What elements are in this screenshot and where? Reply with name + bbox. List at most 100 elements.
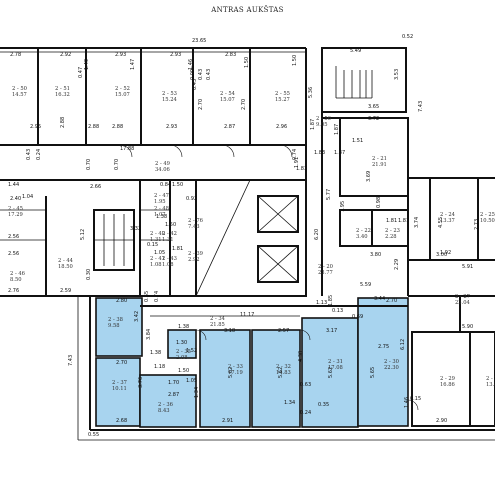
dimension-label: 3.76 bbox=[138, 377, 144, 388]
dimension-label: 0.35 bbox=[318, 402, 329, 408]
dimension-label: 1.49 bbox=[84, 59, 90, 70]
room-id: 2 - 23 bbox=[385, 228, 400, 234]
dimension-label: 7.43 bbox=[418, 101, 424, 112]
room-id: 2 - 28 bbox=[486, 376, 495, 382]
room-area: 2.08 bbox=[176, 355, 188, 361]
room-id: 2 - 31 bbox=[328, 359, 343, 365]
dimension-label: 1.46 bbox=[404, 397, 410, 408]
dimension-label: 0.69 bbox=[352, 314, 363, 320]
dimension-label: 1.50 bbox=[178, 368, 189, 374]
room-area: 1.31 bbox=[150, 237, 162, 243]
room-area: 23.04 bbox=[455, 300, 471, 306]
room-area: 2.28 bbox=[385, 234, 397, 240]
room-id: 2 - 56 bbox=[316, 116, 331, 122]
dimension-label: 3.74 bbox=[414, 217, 420, 228]
dimension-label: 5.91 bbox=[462, 264, 473, 270]
room-area: 13.8 bbox=[486, 382, 495, 388]
dimension-label: 1.38 bbox=[156, 214, 167, 220]
dimension-label: 1.52 bbox=[186, 348, 197, 354]
dimension-label: 1.85 bbox=[328, 295, 334, 306]
dimension-label: 0.43 bbox=[26, 149, 32, 160]
dimension-label: 1.81 bbox=[172, 246, 183, 252]
highlighted-rooms bbox=[95, 297, 409, 428]
room-area: 21.91 bbox=[372, 162, 387, 168]
room-area: 1.08 bbox=[150, 262, 162, 268]
room-id: 2 - 49 bbox=[155, 161, 170, 167]
room-id: 2 - 47 bbox=[154, 193, 169, 199]
dimension-label: 1.50 bbox=[292, 55, 298, 66]
dimension-label: 2.70 bbox=[198, 99, 204, 110]
dimension-label: 0.47 bbox=[78, 67, 84, 78]
room-area: 2.92 bbox=[188, 257, 200, 263]
dimension-label: 1.34 bbox=[194, 387, 200, 398]
dimension-label: 0.15 bbox=[147, 242, 158, 248]
room-area: 23.77 bbox=[318, 270, 333, 276]
room-2-36[interactable] bbox=[139, 374, 197, 428]
dimension-label: 0.52 bbox=[402, 34, 413, 40]
dimension-label: 1.30 bbox=[176, 340, 187, 346]
dimension-label: 2.88 bbox=[112, 124, 123, 130]
dimension-label: 1.87 bbox=[334, 150, 345, 156]
room-2-30[interactable] bbox=[357, 297, 409, 427]
dimension-label: 0.84 bbox=[160, 182, 171, 188]
room-id: 2 - 42 bbox=[162, 231, 177, 237]
room-id: 2 - 46 bbox=[10, 271, 25, 277]
room-2-35[interactable] bbox=[167, 329, 197, 359]
dimension-label: 1.38 bbox=[178, 324, 189, 330]
dimension-label: 3.72 bbox=[368, 116, 379, 122]
room-id: 2 - 44 bbox=[58, 258, 74, 264]
dimension-label: 1.87 bbox=[334, 124, 340, 135]
walls bbox=[0, 47, 495, 441]
dimension-label: 0.43 bbox=[192, 79, 198, 90]
dimension-label: 2.83 bbox=[225, 52, 236, 58]
dimension-label: 5.65 bbox=[370, 367, 376, 378]
dimension-label: 0.74 bbox=[292, 149, 298, 160]
dimension-label: 2.88 bbox=[60, 117, 66, 128]
dimension-label: 5.77 bbox=[326, 189, 332, 200]
dimension-label: 3.53 bbox=[394, 69, 400, 80]
dimension-label: 2.90 bbox=[436, 418, 447, 424]
room-2-38[interactable] bbox=[95, 297, 143, 357]
dimension-label: 3.42 bbox=[134, 311, 140, 322]
dimension-label: 1.51 bbox=[352, 138, 363, 144]
room-id: 2 - 76 bbox=[188, 218, 203, 224]
dimension-label: 0.65 bbox=[144, 291, 150, 302]
dimension-label: 0.70 bbox=[86, 159, 92, 170]
room-2-33[interactable] bbox=[199, 329, 251, 428]
room-area: 17.29 bbox=[8, 212, 23, 218]
dimension-label: 6.20 bbox=[314, 229, 320, 240]
room-area: 17.19 bbox=[228, 370, 243, 376]
dimension-label: 3.32 bbox=[130, 226, 141, 232]
room-area: 3.40 bbox=[356, 234, 368, 240]
dimension-label: 1.38 bbox=[150, 350, 161, 356]
dimension-label: 1.50 bbox=[165, 222, 176, 228]
room-id: 2 - 30 bbox=[384, 359, 399, 365]
dimension-label: 5.62 bbox=[278, 367, 284, 378]
room-2-31[interactable] bbox=[301, 317, 359, 428]
dimension-label: 2.56 bbox=[8, 234, 19, 240]
dimension-label: 2.88 bbox=[88, 124, 99, 130]
dimension-label: 11.17 bbox=[240, 312, 254, 318]
dimension-label: 1.18 bbox=[154, 364, 165, 370]
room-area: 15.24 bbox=[162, 97, 178, 103]
dimension-label: 1.47 bbox=[130, 59, 136, 70]
dimension-label: 3.84 bbox=[146, 329, 152, 340]
dimension-label: 0.55 bbox=[88, 432, 99, 438]
room-id: 2 - 40 bbox=[150, 231, 165, 237]
dimension-label: 1.91 bbox=[294, 157, 300, 168]
room-area: 13.37 bbox=[440, 218, 455, 224]
dimension-label: 1.83 bbox=[314, 150, 325, 156]
dimension-label: 1.92 bbox=[440, 250, 451, 256]
dimension-label: 1.44 bbox=[8, 182, 19, 188]
dimension-label: 4.30 bbox=[298, 351, 304, 362]
dimension-label: 0.15 bbox=[410, 396, 421, 402]
room-2-37[interactable] bbox=[95, 357, 141, 427]
dimension-label: 2.92 bbox=[60, 52, 71, 58]
room-id: 2 - 52 bbox=[115, 86, 130, 92]
room-id: 2 - 27 bbox=[455, 294, 470, 300]
room-area: 10.50 bbox=[480, 218, 495, 224]
room-id: 2 - 21 bbox=[372, 156, 387, 162]
dimension-label: 4.55 bbox=[438, 217, 444, 228]
room-2-32[interactable] bbox=[251, 329, 301, 428]
